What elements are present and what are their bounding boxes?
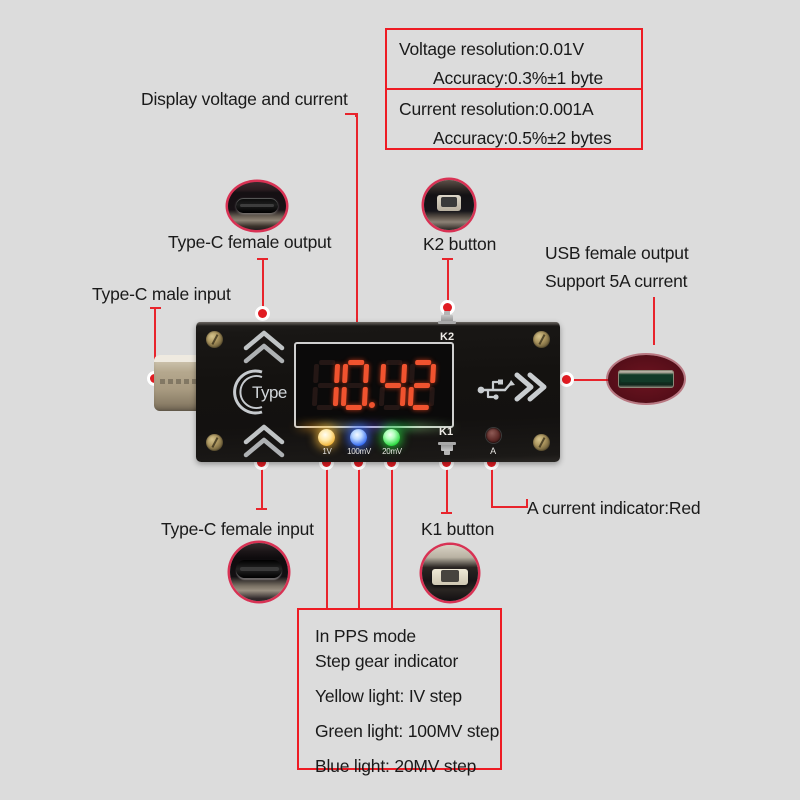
inset-usb-female-output [608, 355, 684, 403]
led-20mv-label: 20mV [382, 447, 402, 456]
plug-lip [154, 355, 200, 362]
brand-logo-c-type: Type [232, 366, 292, 418]
usb-a-port-photo-icon [617, 370, 675, 388]
tactile-button-photo-icon-2 [432, 568, 468, 586]
label-display-voltage-current: Display voltage and current [141, 89, 348, 109]
seven-segment-display [294, 342, 454, 428]
digit-3 [378, 360, 408, 410]
inset-typec-female-output [228, 182, 286, 230]
inset-typec-female-input [230, 543, 288, 601]
current-accuracy-text: Accuracy:0.5%±2 bytes [433, 128, 612, 148]
typec-port-photo-icon-2 [235, 560, 283, 578]
label-typec-female-output: Type-C female output [168, 232, 332, 252]
leader-display-v2 [356, 113, 358, 345]
leader-k1-v [446, 462, 448, 514]
leader-typec-in-cap [256, 508, 267, 510]
leader-k2-v [447, 258, 449, 307]
current-resolution-text: Current resolution:0.001A [399, 99, 594, 119]
label-k2-button: K2 button [423, 234, 497, 254]
pps-step-gear-text: Step gear indicator [315, 651, 459, 671]
k1-label: K1 [439, 426, 454, 438]
leader-usb-v [653, 297, 655, 345]
leader-typec-out-cap [257, 258, 268, 260]
label-typec-female-input: Type-C female input [161, 519, 314, 539]
leader-a-v [491, 462, 493, 508]
led-1v-label: 1V [322, 447, 332, 456]
voltage-resolution-text: Voltage resolution:0.01V [399, 39, 584, 59]
screw-bottom-right [533, 434, 550, 451]
pps-green-text: Green light: 100MV step [315, 721, 500, 741]
dot-usb-out [559, 372, 574, 387]
k1-button-device[interactable] [438, 440, 456, 455]
led-100mv [350, 429, 367, 446]
leader-pps-led1 [326, 462, 328, 608]
label-k1-button: K1 button [421, 519, 495, 539]
plug-pins [160, 379, 196, 384]
a-indicator-label: A [490, 446, 496, 456]
chevron-up-bottom-icon [240, 422, 288, 458]
double-chevron-right-icon [512, 370, 548, 404]
device-body: Type [196, 311, 560, 462]
digit-2 [340, 360, 370, 410]
led-20mv [383, 429, 400, 446]
digit-1 [311, 360, 341, 410]
a-current-indicator-led [486, 428, 501, 443]
inset-k1-button [422, 545, 478, 601]
pps-mode-box: In PPS mode Step gear indicator Yellow l… [297, 608, 502, 776]
leader-pps-led2 [358, 462, 360, 608]
label-usb-support-current: Support 5A current [545, 271, 688, 291]
svg-text:Type: Type [252, 383, 287, 402]
decimal-point [368, 402, 376, 408]
spec-box-voltage: Voltage resolution:0.01V Accuracy:0.3%±1… [385, 28, 643, 90]
k2-button-device[interactable] [438, 311, 456, 326]
inset-k2-button [424, 180, 474, 230]
dot-typec-out [255, 306, 270, 321]
voltage-accuracy-text: Accuracy:0.3%±1 byte [433, 68, 603, 88]
typec-port-photo-icon [236, 198, 278, 213]
display-digits [311, 360, 437, 410]
screw-top-right [533, 331, 550, 348]
digit-4 [407, 360, 437, 410]
label-usb-female-output: USB female output [545, 243, 689, 263]
leader-pps-led3 [391, 462, 393, 608]
usb-trident-icon [477, 374, 517, 400]
led-glow-strip [292, 423, 460, 431]
leader-usb-device-h [566, 379, 606, 381]
usb-power-meter-device: Type [154, 311, 560, 462]
led-1v [318, 429, 335, 446]
pps-yellow-text: Yellow light: IV step [315, 686, 462, 706]
leader-typec-in-v [261, 462, 263, 510]
pps-blue-text: Blue light: 20MV step [315, 756, 477, 776]
leader-typec-male-v [154, 307, 156, 373]
label-typec-male-input: Type-C male input [92, 284, 231, 304]
leader-k1-cap [441, 512, 452, 514]
led-100mv-label: 100mV [347, 447, 371, 456]
k2-label: K2 [440, 331, 455, 343]
leader-typec-out [262, 258, 264, 313]
leader-a-cap [526, 499, 528, 508]
dot-k2 [440, 300, 455, 315]
pps-mode-title: In PPS mode [315, 626, 416, 646]
chevron-up-top-icon [240, 328, 288, 364]
tactile-button-photo-icon [437, 195, 461, 211]
spec-box-current: Current resolution:0.001A Accuracy:0.5%±… [385, 88, 643, 150]
leader-display-h [345, 113, 357, 115]
screw-bottom-left [206, 434, 223, 451]
typec-male-plug [154, 355, 200, 411]
leader-a-h [491, 506, 527, 508]
screw-top-left [206, 331, 223, 348]
label-a-current-indicator: A current indicator:Red [527, 498, 701, 518]
